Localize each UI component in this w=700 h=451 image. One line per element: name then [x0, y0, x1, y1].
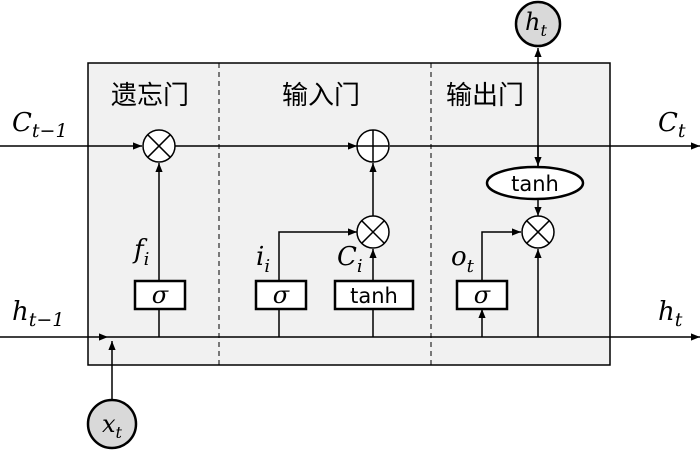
output-h-node — [514, 0, 562, 48]
candidate-tanh-box — [333, 279, 415, 311]
output-gate-arrow — [481, 228, 521, 280]
forget-sigma-label: σ — [152, 281, 169, 309]
input-x-node — [86, 398, 138, 450]
output-sigma-box — [455, 279, 509, 311]
input-sigma-box — [254, 279, 308, 311]
c-prev-label: Ct−1 — [12, 108, 68, 142]
forget-multiply-stroke-b — [147, 134, 171, 158]
candidate-tanh-label: tanh — [350, 284, 398, 308]
output-gate-title: 输出门 — [446, 81, 524, 111]
output-tanh-label: tanh — [511, 172, 559, 196]
input-sigma-label: σ — [273, 281, 290, 309]
output-multiply-stroke-b — [526, 220, 550, 244]
output-tanh-ellipse — [485, 165, 585, 201]
h-prev-label: ht−1 — [12, 297, 64, 331]
h-next-label: ht — [658, 297, 683, 331]
input-gate-arrow — [278, 228, 357, 280]
c-next-label: Ct — [658, 108, 686, 142]
cell-body — [87, 62, 611, 366]
input-x-label: xt — [102, 410, 123, 442]
input-multiply-stroke-b — [361, 220, 385, 244]
ci-label: Ci — [337, 242, 363, 277]
output-h-label: ht — [525, 8, 547, 40]
output-sigma-label: σ — [474, 281, 491, 309]
o-label: ot — [451, 242, 475, 277]
forget-sigma-box — [133, 279, 187, 311]
i-label: ii — [256, 242, 270, 277]
forget-gate-title: 遗忘门 — [111, 81, 189, 111]
input-gate-title: 输入门 — [282, 81, 360, 111]
